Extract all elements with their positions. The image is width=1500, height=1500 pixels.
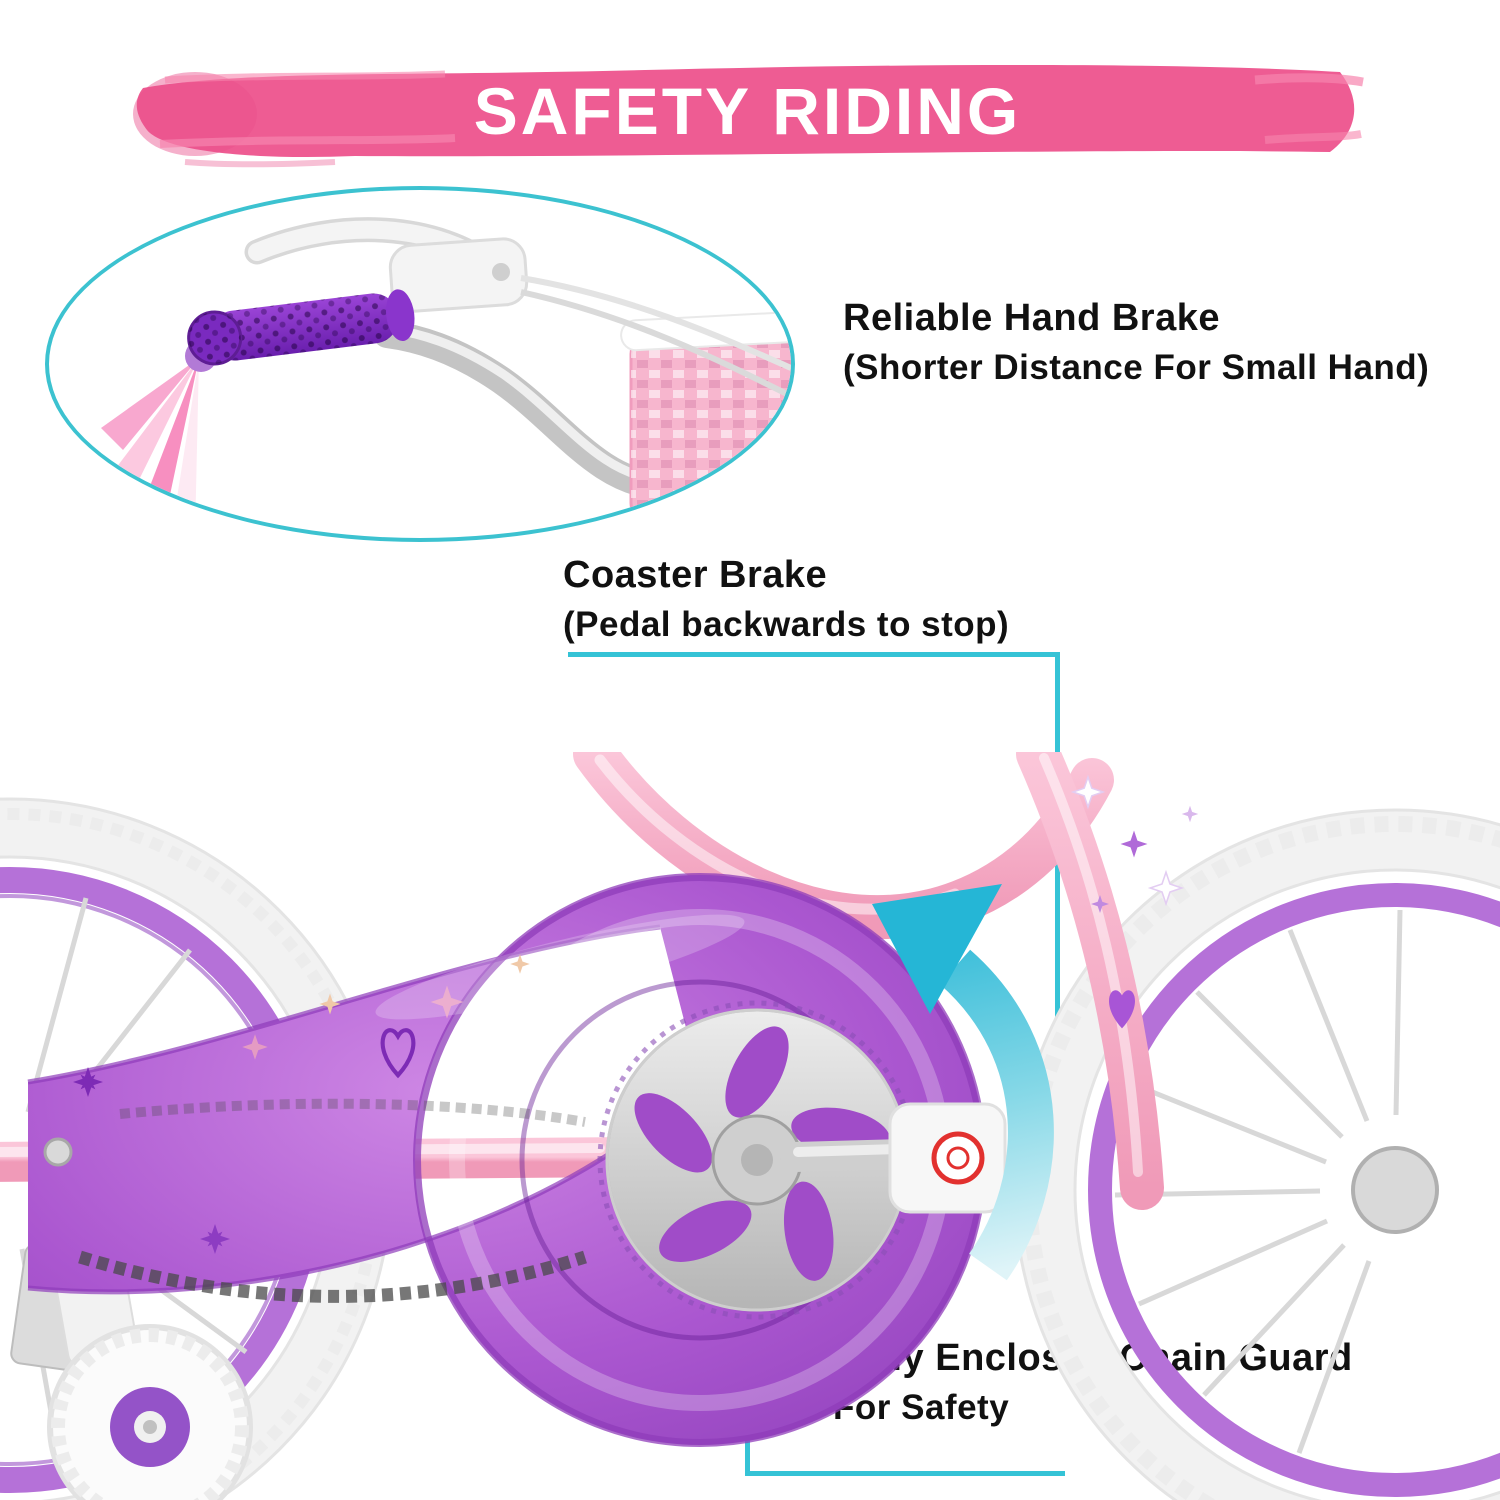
title-banner: SAFETY RIDING [125,52,1370,170]
training-wheel [10,1216,253,1500]
page-title: SAFETY RIDING [473,74,1022,148]
handlebar-grip [187,289,415,366]
pedal-backwards-arrow [872,884,1054,1281]
guard-sparkle-decals [73,954,530,1254]
hand-brake-inset [45,186,795,542]
chain-upper [119,1098,586,1127]
front-rim [1088,883,1500,1497]
brush-stroke [133,65,1364,168]
crank-and-pedal [780,1102,1007,1214]
hand-brake-callout: Reliable Hand Brake (Shorter Distance Fo… [843,293,1429,393]
lever-pivot-screw [492,263,510,281]
streamers [101,340,217,536]
chain [78,1250,587,1303]
star-decals [1070,774,1199,913]
pedal-reflector [931,1131,985,1185]
guard-bolt [43,1137,73,1167]
arrow-head [872,884,1002,1014]
hand-brake-photo [101,217,791,538]
bike-illustration [0,752,1500,1500]
chain-guard-connector-line-horizontal [745,1471,1065,1476]
front-hub [1351,1146,1439,1234]
brake-lever [244,217,791,399]
brake-cable [520,275,791,371]
basket [620,310,791,523]
heart-decal [1109,990,1135,1029]
hand-brake-callout-subtitle: (Shorter Distance For Small Hand) [843,348,1430,387]
coaster-brake-callout-title: Coaster Brake [563,554,828,596]
coaster-connector-line-horizontal [568,652,1060,657]
coaster-brake-callout-subtitle: (Pedal backwards to stop) [563,605,1010,644]
front-spokes [1114,909,1403,1454]
coaster-connector-line-vertical [1055,652,1060,1185]
coaster-brake-callout: Coaster Brake (Pedal backwards to stop) [563,550,1009,650]
hand-brake-callout-title: Reliable Hand Brake [843,297,1220,339]
brake-cable [520,289,791,399]
